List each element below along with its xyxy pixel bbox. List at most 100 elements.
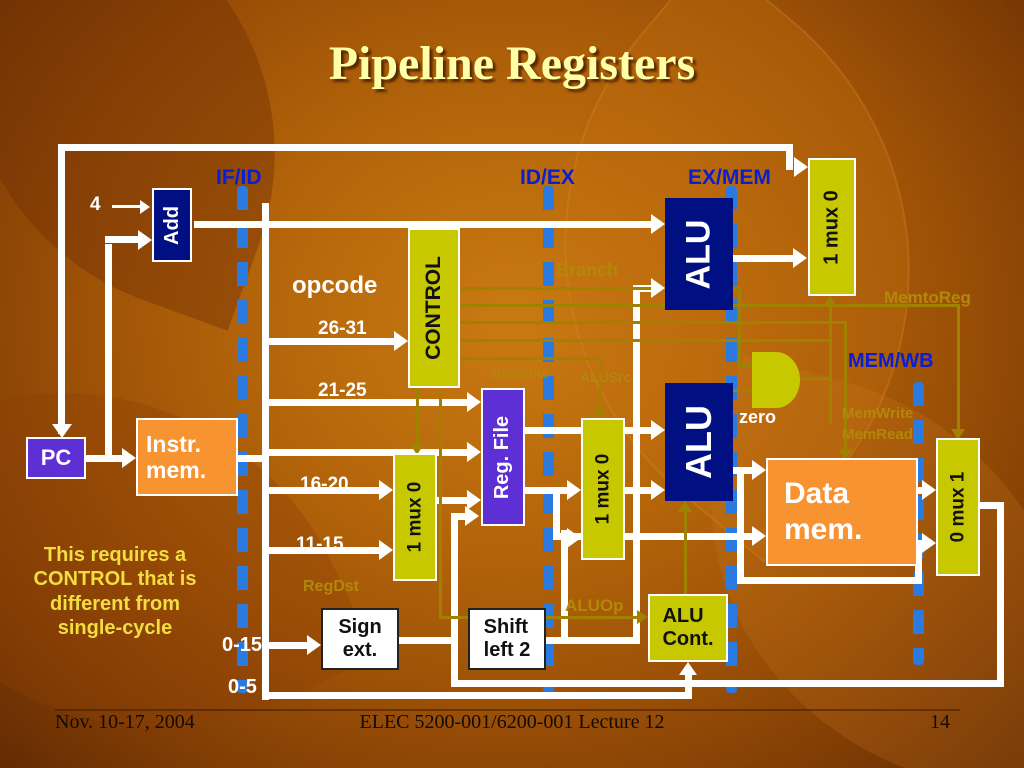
branch-alu-label: ALU: [679, 219, 718, 289]
wire: [451, 513, 465, 520]
opcode-label: opcode: [292, 272, 378, 299]
control-wire: [738, 287, 741, 367]
regdst-mux-label: 1 mux 0: [404, 481, 426, 553]
wire: [451, 513, 458, 687]
branch-alu-box: ALU: [665, 198, 733, 310]
wire: [546, 637, 640, 644]
alusrc-mux: 1 mux 0: [581, 418, 625, 560]
control-arrowhead: [951, 429, 965, 440]
arrowhead: [467, 392, 481, 412]
control-arrowhead: [823, 296, 837, 307]
wire: [553, 490, 560, 540]
note-text: This requires a CONTROL that is differen…: [33, 544, 197, 640]
bits-11-15-label: 11-15: [296, 534, 344, 555]
pc-box: PC: [26, 437, 86, 479]
data-mem-label: Data mem.: [784, 477, 863, 546]
pipeline-register-idex: [543, 186, 554, 693]
wire: [737, 474, 744, 580]
arrowhead: [794, 157, 808, 177]
wire: [733, 255, 793, 262]
wire: [105, 244, 112, 462]
data-mem-box: Data mem.: [766, 458, 918, 566]
arrowhead: [752, 526, 766, 546]
sign-ext-box: Sign ext.: [321, 608, 399, 670]
wire: [633, 285, 640, 644]
wire: [737, 577, 922, 584]
bits-26-31-label: 26-31: [318, 318, 367, 339]
memwrite-label: MemWrite: [842, 405, 914, 422]
control-arrowhead: [838, 449, 852, 460]
writeback-mux-label: 0 mux 1: [947, 471, 969, 543]
control-wire: [460, 357, 602, 360]
wire: [262, 642, 307, 649]
page-title: Pipeline Registers: [328, 37, 696, 90]
stage-label-exmem: EX/MEM: [688, 166, 771, 189]
control-wire: [733, 389, 752, 392]
writeback-mux: 0 mux 1: [936, 438, 980, 576]
shift-left2-label: Shift left 2: [483, 616, 531, 661]
arrowhead: [467, 490, 481, 510]
wire: [399, 637, 456, 644]
stage-label-memwb: MEM/WB: [848, 350, 934, 372]
control-wire: [738, 364, 754, 367]
reg-file-label: Reg. File: [491, 415, 514, 499]
wire: [262, 449, 467, 456]
control-wire: [957, 304, 960, 434]
wire: [733, 467, 752, 474]
add-box: Add: [152, 188, 192, 262]
add-label: Add: [160, 205, 183, 245]
wire: [262, 547, 379, 554]
wire: [112, 205, 140, 208]
footer-page-number: 14: [930, 711, 950, 733]
control-wire: [844, 321, 847, 454]
regdst-mux: 1 mux 0: [393, 453, 437, 581]
wire: [997, 505, 1004, 687]
branch-label: Branch: [556, 260, 619, 280]
main-alu-label: ALU: [678, 405, 719, 479]
arrowhead: [922, 480, 936, 500]
bits-0-15-label: 0-15: [222, 634, 263, 656]
arrowhead: [138, 230, 152, 250]
control-wire: [684, 510, 687, 594]
arrowhead: [679, 662, 697, 675]
stage-label-ifid: IF/ID: [216, 166, 262, 189]
four-label: 4: [90, 194, 101, 215]
aluop-label: ALUOp: [565, 596, 624, 615]
control-box: CONTROL: [408, 228, 460, 388]
footer-divider: [55, 709, 960, 711]
arrowhead: [52, 424, 72, 438]
wire: [262, 399, 467, 406]
wire: [980, 502, 1004, 509]
main-alu-box: ALU: [665, 383, 733, 501]
arrowhead: [793, 248, 807, 268]
control-wire: [439, 388, 442, 619]
wire: [525, 487, 568, 494]
alusrc-label: ALUSrc: [580, 369, 632, 385]
control-wire: [599, 357, 602, 414]
wire: [553, 533, 753, 540]
alusrc-mux-label: 1 mux 0: [592, 453, 614, 525]
arrowhead: [379, 540, 393, 560]
arrowhead: [567, 480, 581, 500]
arrowhead: [467, 442, 481, 462]
memtoreg-label: MemtoReg: [884, 288, 971, 307]
wire: [451, 680, 1004, 687]
arrowhead: [140, 200, 150, 214]
pcsrc-mux-label: 1 mux 0: [820, 189, 843, 265]
reg-file-box: Reg. File: [481, 388, 525, 526]
wire: [918, 487, 923, 494]
wire: [58, 144, 793, 151]
arrowhead: [379, 480, 393, 500]
footer-date: Nov. 10-17, 2004: [55, 711, 195, 733]
wire: [262, 692, 692, 699]
wire: [262, 487, 379, 494]
control-arrowhead: [637, 610, 648, 624]
wire: [262, 338, 394, 345]
regdst-label: RegDst: [303, 578, 360, 595]
control-wire: [460, 321, 846, 324]
wire: [915, 540, 922, 584]
arrowhead: [651, 420, 665, 440]
zero-label: zero: [739, 407, 777, 427]
pipeline-register-ifid: [237, 186, 248, 693]
bits-0-5-label: 0-5: [228, 676, 257, 698]
